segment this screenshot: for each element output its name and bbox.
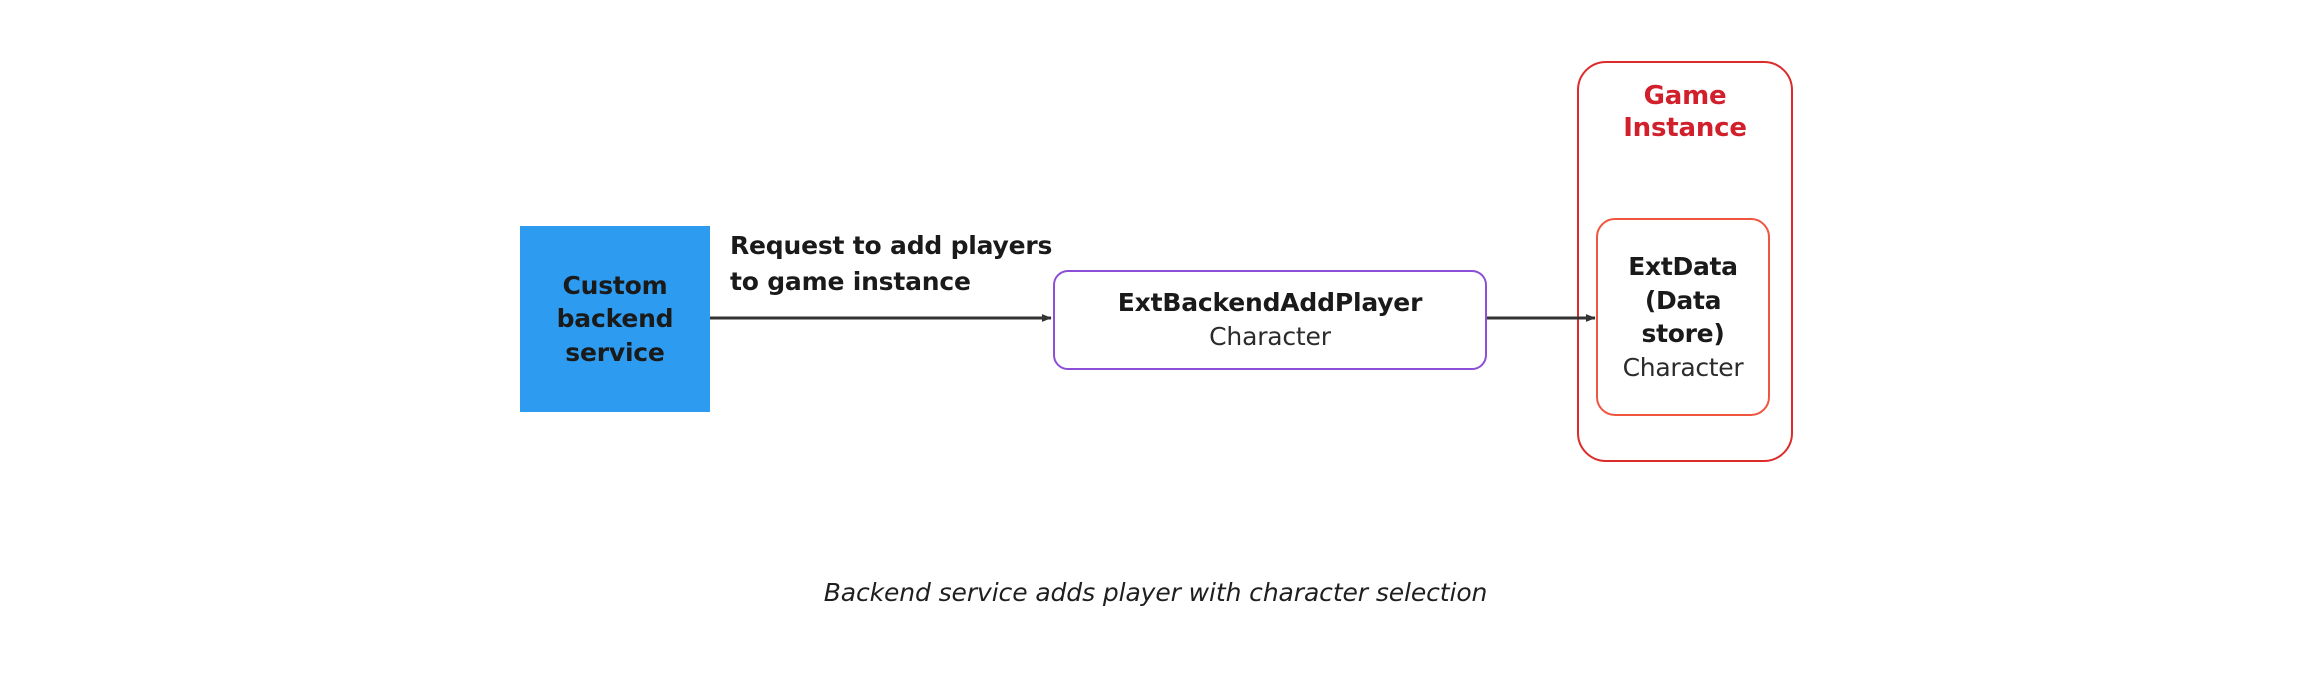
node-extdata-datastore-subtitle: Character	[1622, 352, 1744, 382]
container-game-instance[interactable]: Game Instance	[1577, 61, 1793, 462]
node-custom-backend-service-label: Custom backend service	[556, 271, 674, 367]
node-ext-backend-add-player-subtitle: Character	[1209, 321, 1331, 351]
diagram-caption: Backend service adds player with charact…	[823, 578, 1488, 607]
node-extdata-datastore[interactable]: ExtData (Data store) Character	[1596, 218, 1770, 416]
node-ext-backend-add-player[interactable]: ExtBackendAddPlayer Character	[1053, 270, 1487, 370]
container-game-instance-title: Game Instance	[1623, 81, 1747, 143]
node-extdata-datastore-title: ExtData (Data store)	[1628, 252, 1738, 348]
edge-label-request-to-add-players: Request to add players to game instance	[730, 231, 1053, 296]
node-ext-backend-add-player-title: ExtBackendAddPlayer	[1117, 288, 1423, 317]
node-custom-backend-service[interactable]: Custom backend service	[520, 226, 710, 412]
